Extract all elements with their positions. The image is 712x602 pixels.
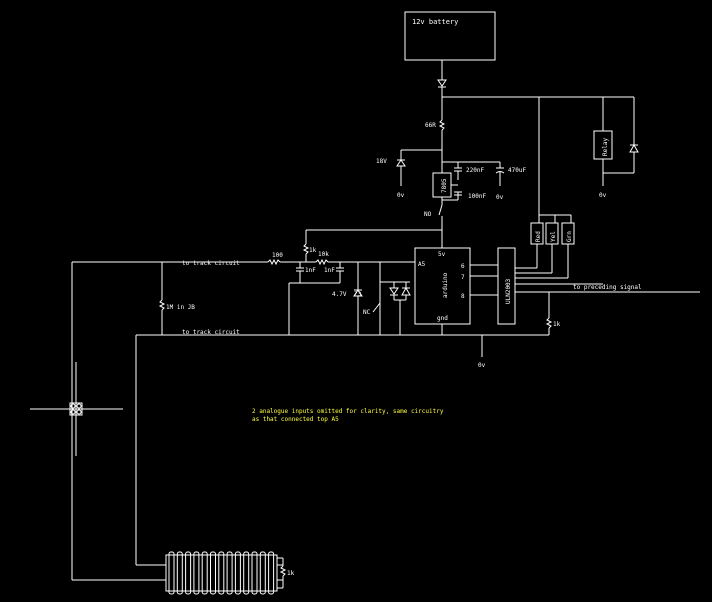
arduino-label: arduino — [442, 272, 449, 298]
led-yel-label: Yel — [550, 231, 557, 242]
c100-label: 100nF — [468, 193, 486, 200]
note-line-1: 2 analogue inputs omitted for clarity, s… — [252, 408, 444, 415]
gnd-c470: 0v — [496, 194, 504, 201]
relay-diode — [629, 143, 639, 153]
coil-winding — [185, 551, 192, 595]
pin-a5: A5 — [418, 261, 426, 268]
resistor-66r: 66R — [425, 119, 446, 131]
coil-winding — [193, 551, 200, 595]
battery-diode — [437, 79, 447, 88]
reg-label: 7805 — [441, 178, 448, 193]
led-grn-label: Grn — [566, 231, 573, 242]
no-label: NO — [424, 211, 432, 218]
track-top-label: to track circuit — [182, 260, 240, 267]
regulator-7805: 7805 — [432, 172, 452, 198]
r1k-coil-label: 1k — [287, 570, 295, 577]
coil-winding — [218, 551, 225, 595]
resistor-1m-jb: 1M in JB — [158, 299, 195, 311]
coil-winding — [201, 551, 208, 595]
c1-label: 1nF — [305, 267, 316, 274]
r10k-label: 10k — [318, 251, 329, 258]
pin-gnd: gnd — [437, 315, 448, 322]
capacitor-1nf-b: 1nF — [324, 267, 344, 274]
r66-label: 66R — [425, 122, 436, 129]
c220-label: 220nF — [466, 167, 484, 174]
coil-winding — [251, 551, 258, 595]
coil-winding — [210, 551, 216, 595]
track-coil — [165, 551, 278, 595]
led-red: Red — [530, 222, 544, 245]
z47-label: 4.7V — [332, 291, 347, 298]
capacitor-1nf-a: 1nF — [296, 267, 316, 274]
resistor-10k: 10k — [315, 251, 329, 266]
coil-winding — [168, 551, 175, 595]
relay-label: Relay — [602, 138, 609, 156]
led-green: Grn — [561, 222, 575, 245]
uln-label: ULN2003 — [505, 278, 512, 304]
pin-5v: 5v — [438, 251, 446, 258]
battery-label: 12v battery — [412, 18, 458, 26]
coil-winding — [234, 551, 241, 595]
coil-winding — [226, 551, 233, 595]
capacitor-100nf: 100nF — [454, 191, 486, 200]
resistor-100: 100 — [267, 252, 283, 266]
led-red-label: Red — [535, 231, 542, 242]
coil-body — [165, 554, 278, 592]
r1k-label: 1k — [309, 247, 317, 254]
capacitor-470uf: 470uF — [495, 167, 526, 174]
switch-no: NO — [424, 204, 443, 218]
gnd-bottom: 0v — [478, 362, 486, 369]
coil-winding — [259, 551, 266, 595]
pin-6: 6 — [461, 263, 465, 270]
nc-label: NC — [363, 309, 371, 316]
switch-nc: NC — [363, 302, 381, 316]
jb-label: 1M in JB — [166, 304, 195, 311]
coil-winding — [176, 551, 183, 595]
note-line-2: as that connected top A5 — [252, 416, 339, 423]
gnd-reg: 0v — [397, 192, 405, 199]
track-bot-label: to track circuit — [182, 329, 240, 336]
c470-label: 470uF — [508, 167, 526, 174]
arduino-block: 5v A5 6 7 8 gnd arduino — [414, 247, 471, 325]
gnd-relay: 0v — [599, 192, 607, 199]
c2-label: 1nF — [324, 267, 335, 274]
diode-pair — [389, 286, 411, 296]
coil-winding — [243, 551, 250, 595]
capacitor-220nf: 220nF — [454, 167, 484, 174]
pin-8: 8 — [461, 293, 465, 300]
pin-7: 7 — [461, 274, 465, 281]
preceding-label: to preceding signal — [573, 284, 642, 291]
battery: 12v battery — [404, 11, 496, 61]
coil-winding — [268, 551, 275, 595]
resistor-1k-coil: 1k — [279, 565, 295, 577]
z18-label: 18V — [376, 158, 387, 165]
resistor-1k-right: 1k — [545, 317, 561, 329]
r100-label: 100 — [272, 252, 283, 259]
r1k-right-label: 1k — [553, 321, 561, 328]
resistor-1k: 1k — [302, 243, 317, 255]
relay: Relay — [593, 130, 613, 160]
crosshair-icon — [30, 362, 123, 456]
uln2003-block: ULN2003 — [497, 247, 516, 325]
led-yellow: Yel — [545, 222, 559, 245]
z3-label: Z3 — [354, 291, 362, 298]
